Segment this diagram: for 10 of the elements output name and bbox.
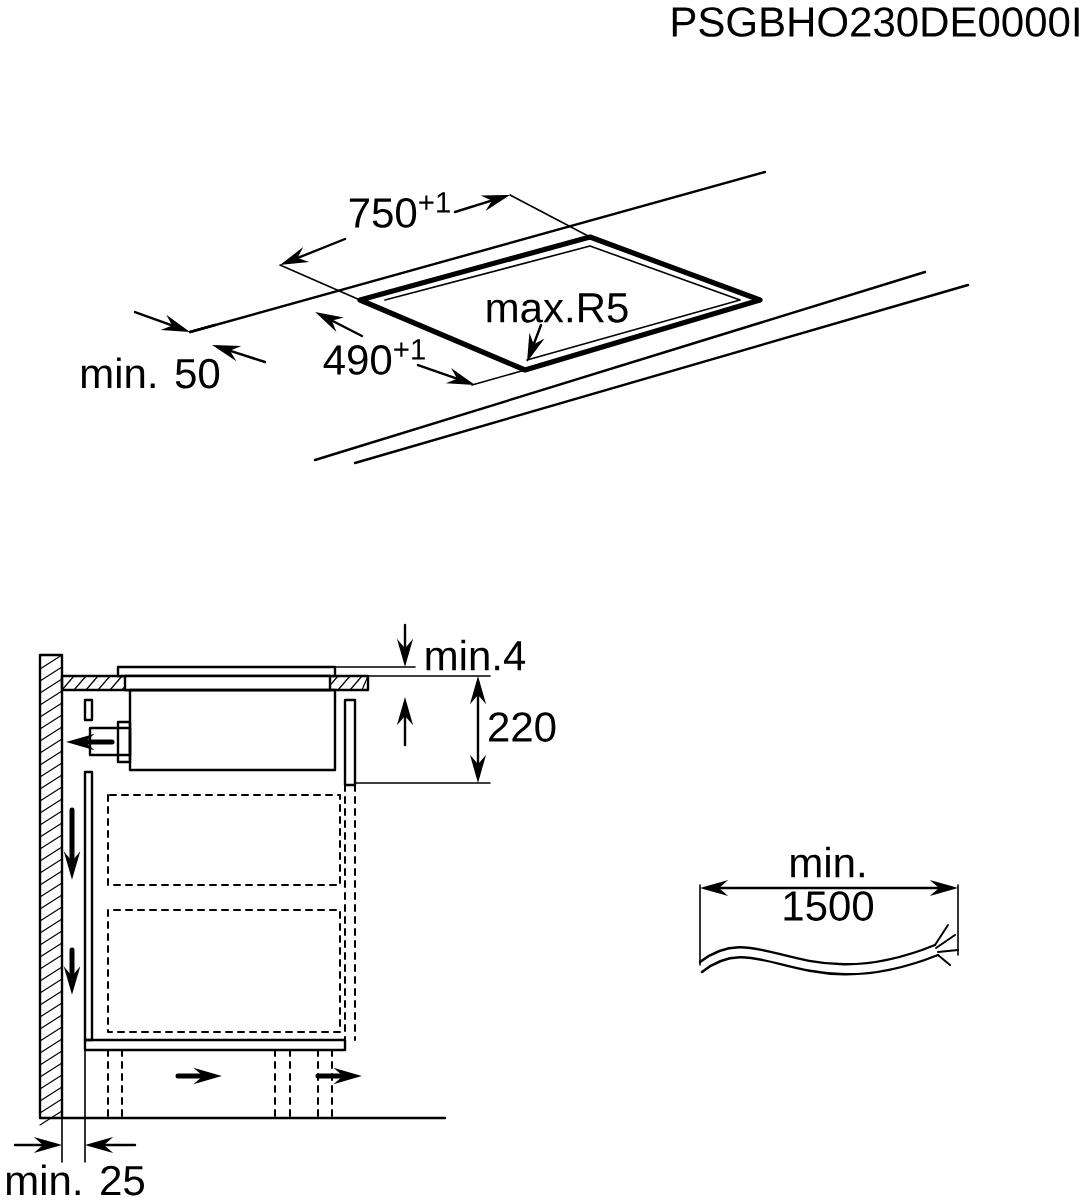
dimension-label: min. (791, 846, 864, 878)
dimension-label: min. 50 (82, 357, 220, 389)
dimension-label: min. 25 (7, 1164, 144, 1196)
dimension-label: 490$^{+1}$ (323, 339, 425, 375)
drawing-number: PSGBHO230DE0000I (672, 7, 1079, 37)
dimension-label: 1500 (784, 891, 874, 921)
dimension-label: 220 (489, 712, 556, 742)
dimension-label: max.R5 (487, 293, 628, 323)
dimension-label: min.4 (426, 639, 526, 671)
dimension-label: 750$^{+1}$ (349, 192, 450, 228)
